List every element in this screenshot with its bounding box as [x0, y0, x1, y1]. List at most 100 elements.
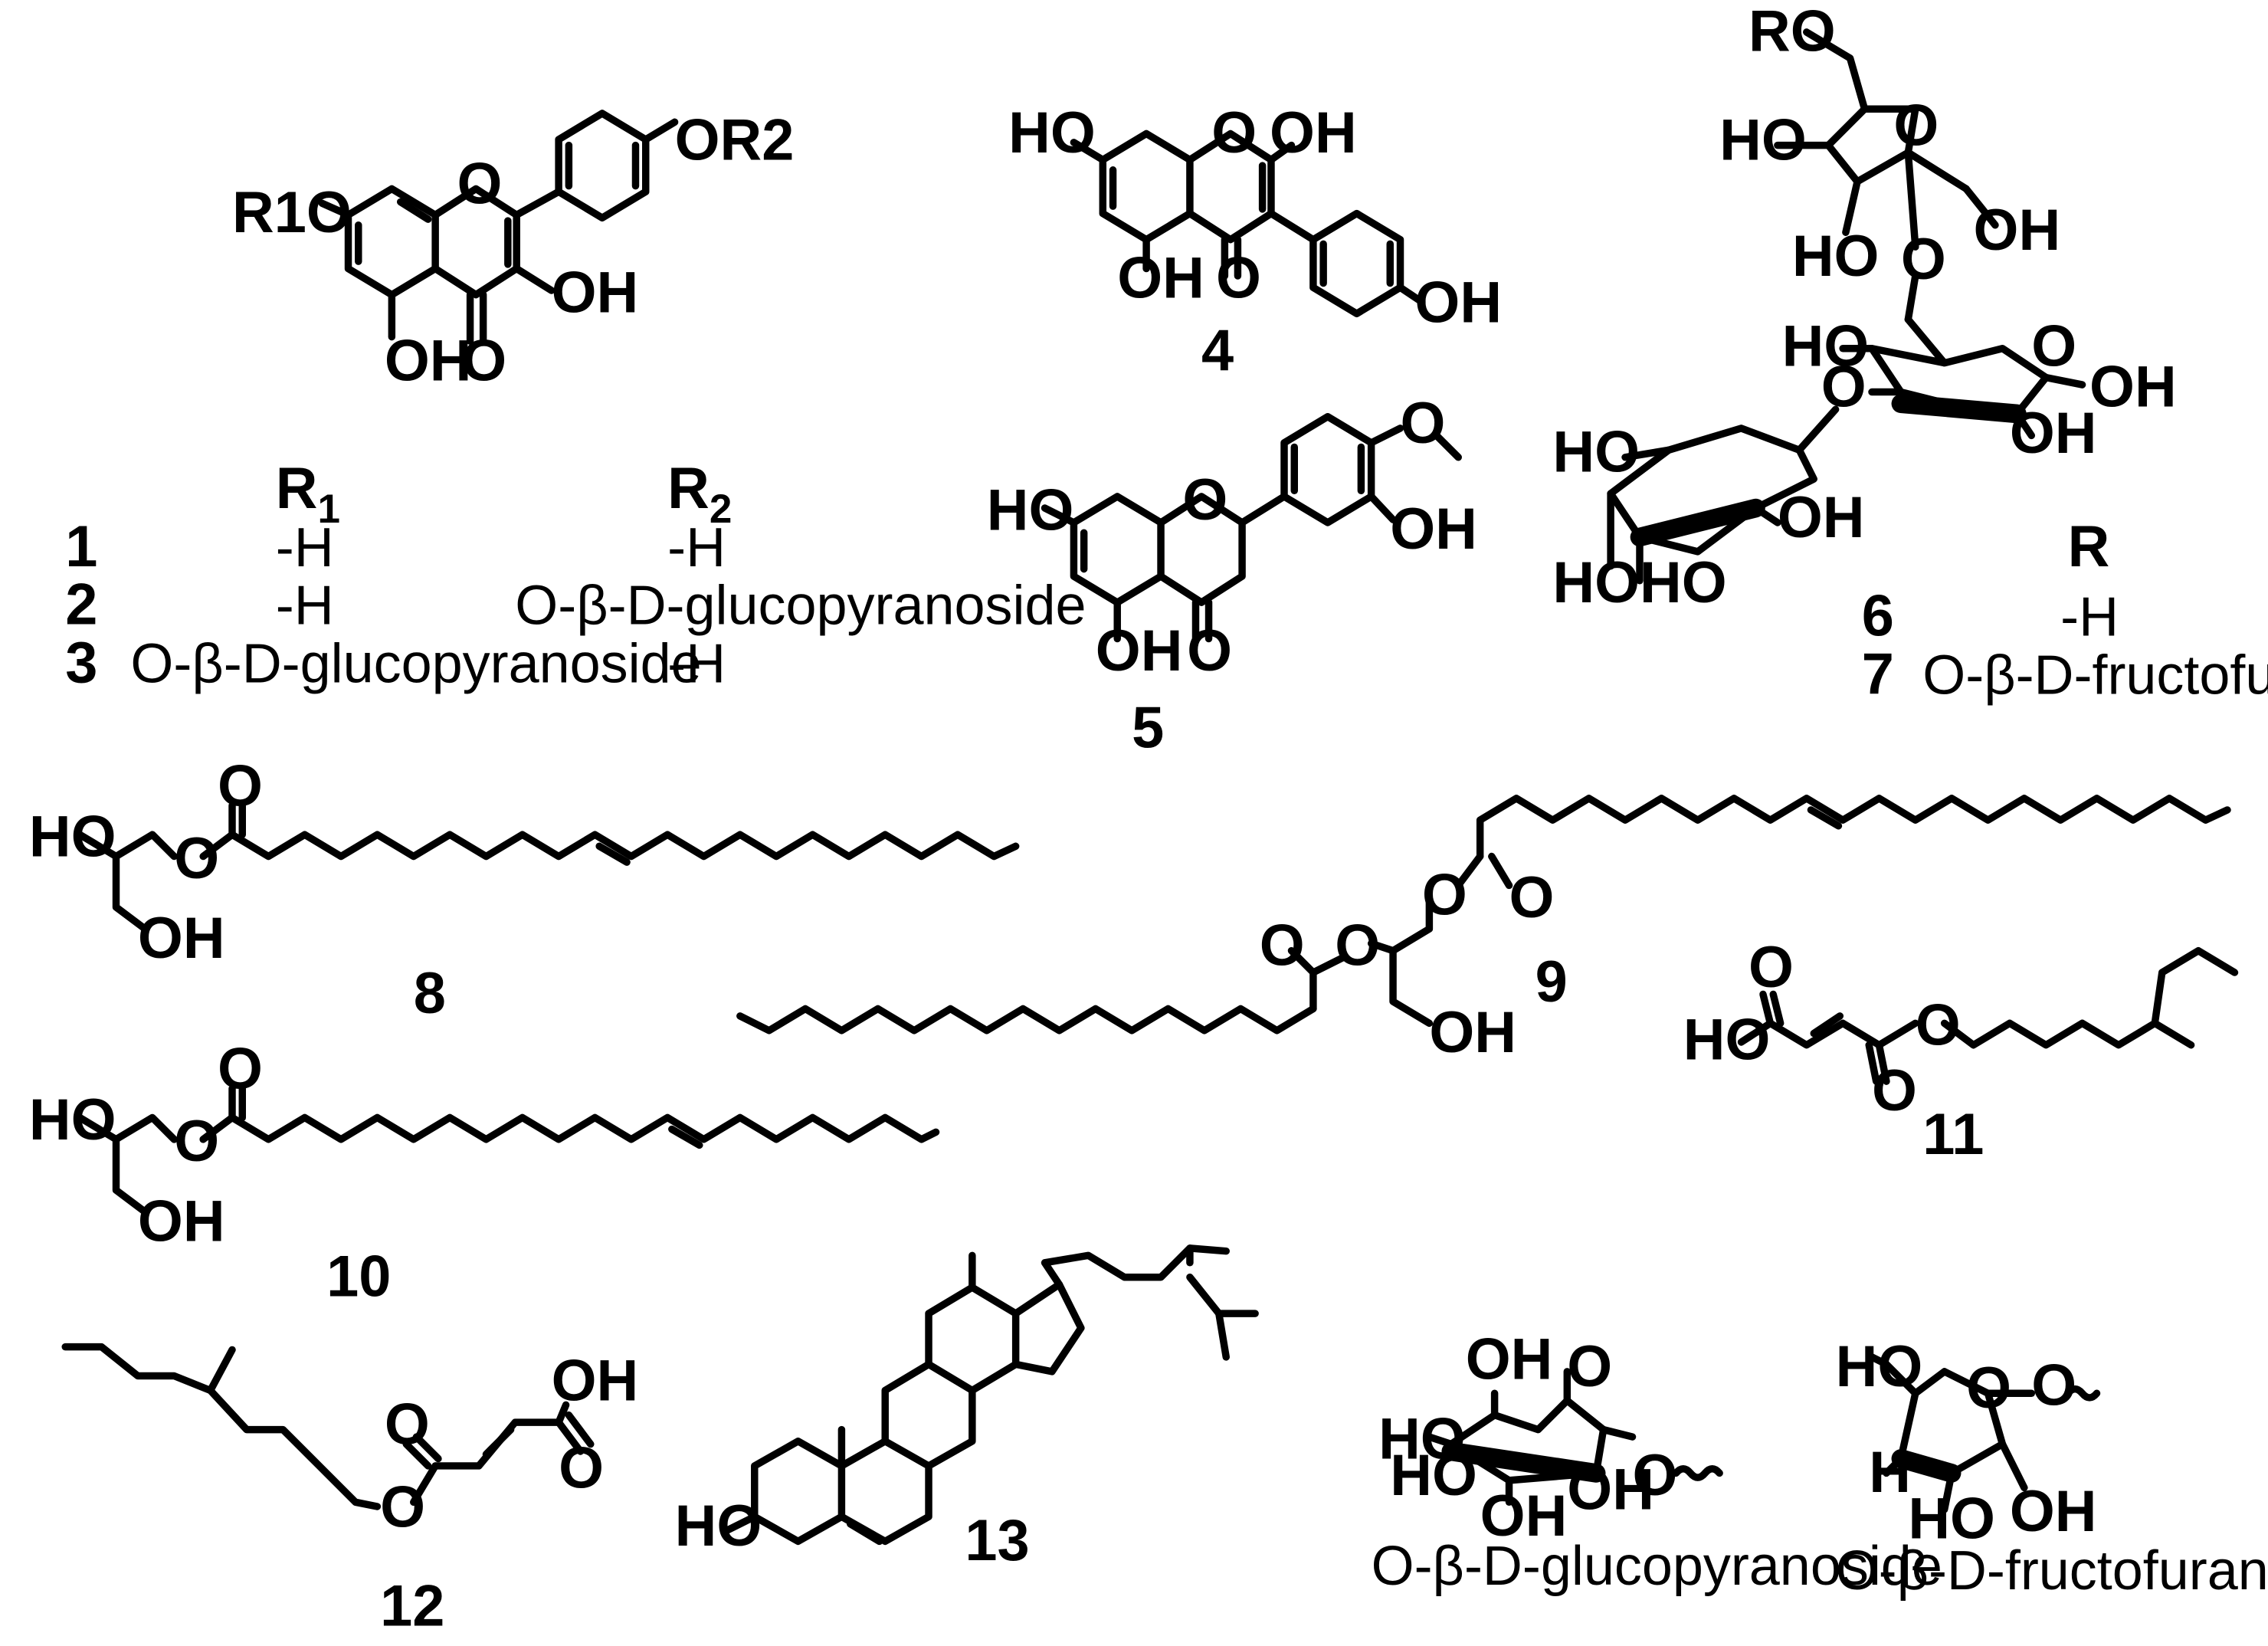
c6-hoho: HOHO: [1552, 550, 1726, 615]
structure-compound-12: [61, 1343, 595, 1510]
structure-compound-5: [1041, 413, 1462, 643]
c11-o-carbonyl-1: O: [1749, 935, 1794, 1000]
c9-o-carbonyl-2: O: [1260, 913, 1305, 979]
c11-o-carbonyl-2: O: [1872, 1058, 1917, 1123]
row-2-num: 2: [65, 572, 97, 638]
c5-oh-3p: OH: [1390, 497, 1477, 562]
row-3-num: 3: [65, 630, 97, 695]
c6-oh-e: OH: [2089, 354, 2177, 419]
gluco-ho-c: HO: [1390, 1443, 1477, 1508]
c10-o-ester: O: [174, 1109, 219, 1174]
structure-compound-10: [76, 1084, 940, 1216]
label-or2: OR2: [675, 108, 795, 173]
gluco-o-link: O: [1633, 1443, 1678, 1508]
structure-flavonol-1-3: [318, 110, 679, 345]
c13-number: 13: [965, 1508, 1029, 1573]
c4-number: 4: [1201, 318, 1234, 383]
c8-number: 8: [414, 961, 446, 1026]
structure-glucopyranoside: [1425, 1368, 1723, 1507]
row-6-r: -H: [2060, 587, 2119, 648]
fructo-ho: HO: [1836, 1334, 1923, 1399]
c9-o-ester-1: O: [1422, 862, 1467, 927]
c12-oh: OH: [552, 1349, 639, 1414]
row-2-r1: -H: [276, 575, 334, 637]
c8-oh: OH: [138, 906, 225, 971]
c6-o-pyr: O: [2031, 313, 2076, 379]
c9-o-ester-2: O: [1335, 913, 1380, 979]
c6-ro: RO: [1749, 0, 1836, 64]
c6-oh-h: OH: [1778, 485, 1865, 550]
row-7-r: O-β-D-fructofuranosyl: [1922, 644, 2268, 706]
gluco-oh-d: OH: [1480, 1484, 1568, 1549]
fructo-h: H: [1869, 1440, 1911, 1505]
gluco-o-ring: O: [1567, 1334, 1612, 1399]
structure-compound-9: [736, 795, 2231, 1034]
c6-oh-c: OH: [1974, 198, 2061, 263]
c6-oh-f: OH: [2010, 401, 2097, 466]
row-3-r1: O-β-D-glucopyranoside: [130, 633, 701, 694]
c12-o-ester: O: [380, 1474, 425, 1539]
c8-o-carbonyl: O: [218, 753, 263, 818]
c5-ome: O: [1401, 391, 1446, 456]
c11-ho: HO: [1683, 1008, 1771, 1073]
table-1-3: R1 R2 1 -H -H 2 -H O-β-D-glucopyranoside…: [65, 456, 1086, 695]
fructo-ho2: HO: [1908, 1487, 1995, 1552]
row-3-r2: -H: [667, 633, 726, 694]
c4-oh-4p: OH: [1414, 271, 1502, 336]
c12-o-carbonyl-2: O: [559, 1435, 604, 1500]
gluco-oh-a: OH: [1466, 1326, 1553, 1392]
row-6-num: 6: [1862, 584, 1894, 649]
c4-o-ring: O: [1211, 100, 1257, 166]
c9-oh: OH: [1429, 1000, 1516, 1065]
table-6-7-header: R: [2068, 514, 2110, 579]
c10-oh: OH: [138, 1189, 225, 1254]
label-oh-5: OH: [385, 328, 472, 393]
c9-o-carbonyl-1: O: [1509, 865, 1555, 930]
row-2-r2: O-β-D-glucopyranoside: [515, 575, 1086, 637]
c9-number: 9: [1535, 949, 1568, 1015]
c13-ho: HO: [675, 1494, 762, 1559]
c5-number: 5: [1132, 696, 1164, 761]
c12-o-carbonyl-1: O: [385, 1392, 430, 1457]
c5-o-4: O: [1187, 618, 1232, 684]
label-r1o: R1O: [232, 180, 352, 245]
gluco-ho-b: HO: [1378, 1406, 1466, 1471]
gluco-label: O-β-D-glucopyranoside: [1372, 1536, 1942, 1597]
fructo-label: O-β-D-fructofuranosyl: [1836, 1540, 2268, 1602]
structure-fructofuranosyl: [1868, 1353, 2101, 1513]
table-header-r2: R2: [667, 456, 732, 532]
c6-o-pyr2: O: [1821, 354, 1867, 419]
fructo-o-ring: O: [1966, 1356, 2011, 1421]
label-o-4: O: [461, 328, 506, 393]
structure-compound-13: [722, 1244, 1259, 1546]
fructo-oh: OH: [2010, 1479, 2097, 1544]
structure-compound-4: [1070, 130, 1426, 318]
label-oh-3: OH: [552, 260, 639, 325]
fructo-o-link: O: [2031, 1353, 2076, 1418]
structure-compound-11: [1737, 946, 2239, 1085]
structure-compound-6-7: [1607, 28, 2086, 585]
c6-ho-d: HO: [1782, 313, 1870, 379]
c6-ho-g: HO: [1552, 420, 1640, 485]
c5-o-ring: O: [1182, 467, 1227, 533]
c6-ho-a: HO: [1719, 108, 1807, 173]
c8-ho: HO: [29, 805, 116, 870]
c6-ho-b: HO: [1792, 224, 1880, 289]
row-7-num: 7: [1862, 641, 1894, 707]
c10-o-carbonyl: O: [218, 1037, 263, 1102]
gluco-oh-e: OH: [1567, 1457, 1654, 1523]
c4-o-4: O: [1216, 245, 1261, 310]
c10-ho: HO: [29, 1087, 116, 1153]
row-1-r2: -H: [667, 517, 726, 579]
c10-number: 10: [326, 1244, 391, 1309]
row-1-num: 1: [65, 514, 97, 579]
c5-ho-7: HO: [987, 477, 1074, 543]
c12-number: 12: [380, 1573, 444, 1638]
c6-o-fur: O: [1893, 93, 1939, 159]
c4-ho-7: HO: [1008, 100, 1096, 166]
structure-compound-8: [76, 802, 1020, 933]
c4-oh-5: OH: [1117, 245, 1204, 310]
c6-o-link: O: [1901, 227, 1946, 292]
c8-o-ester: O: [174, 826, 219, 891]
